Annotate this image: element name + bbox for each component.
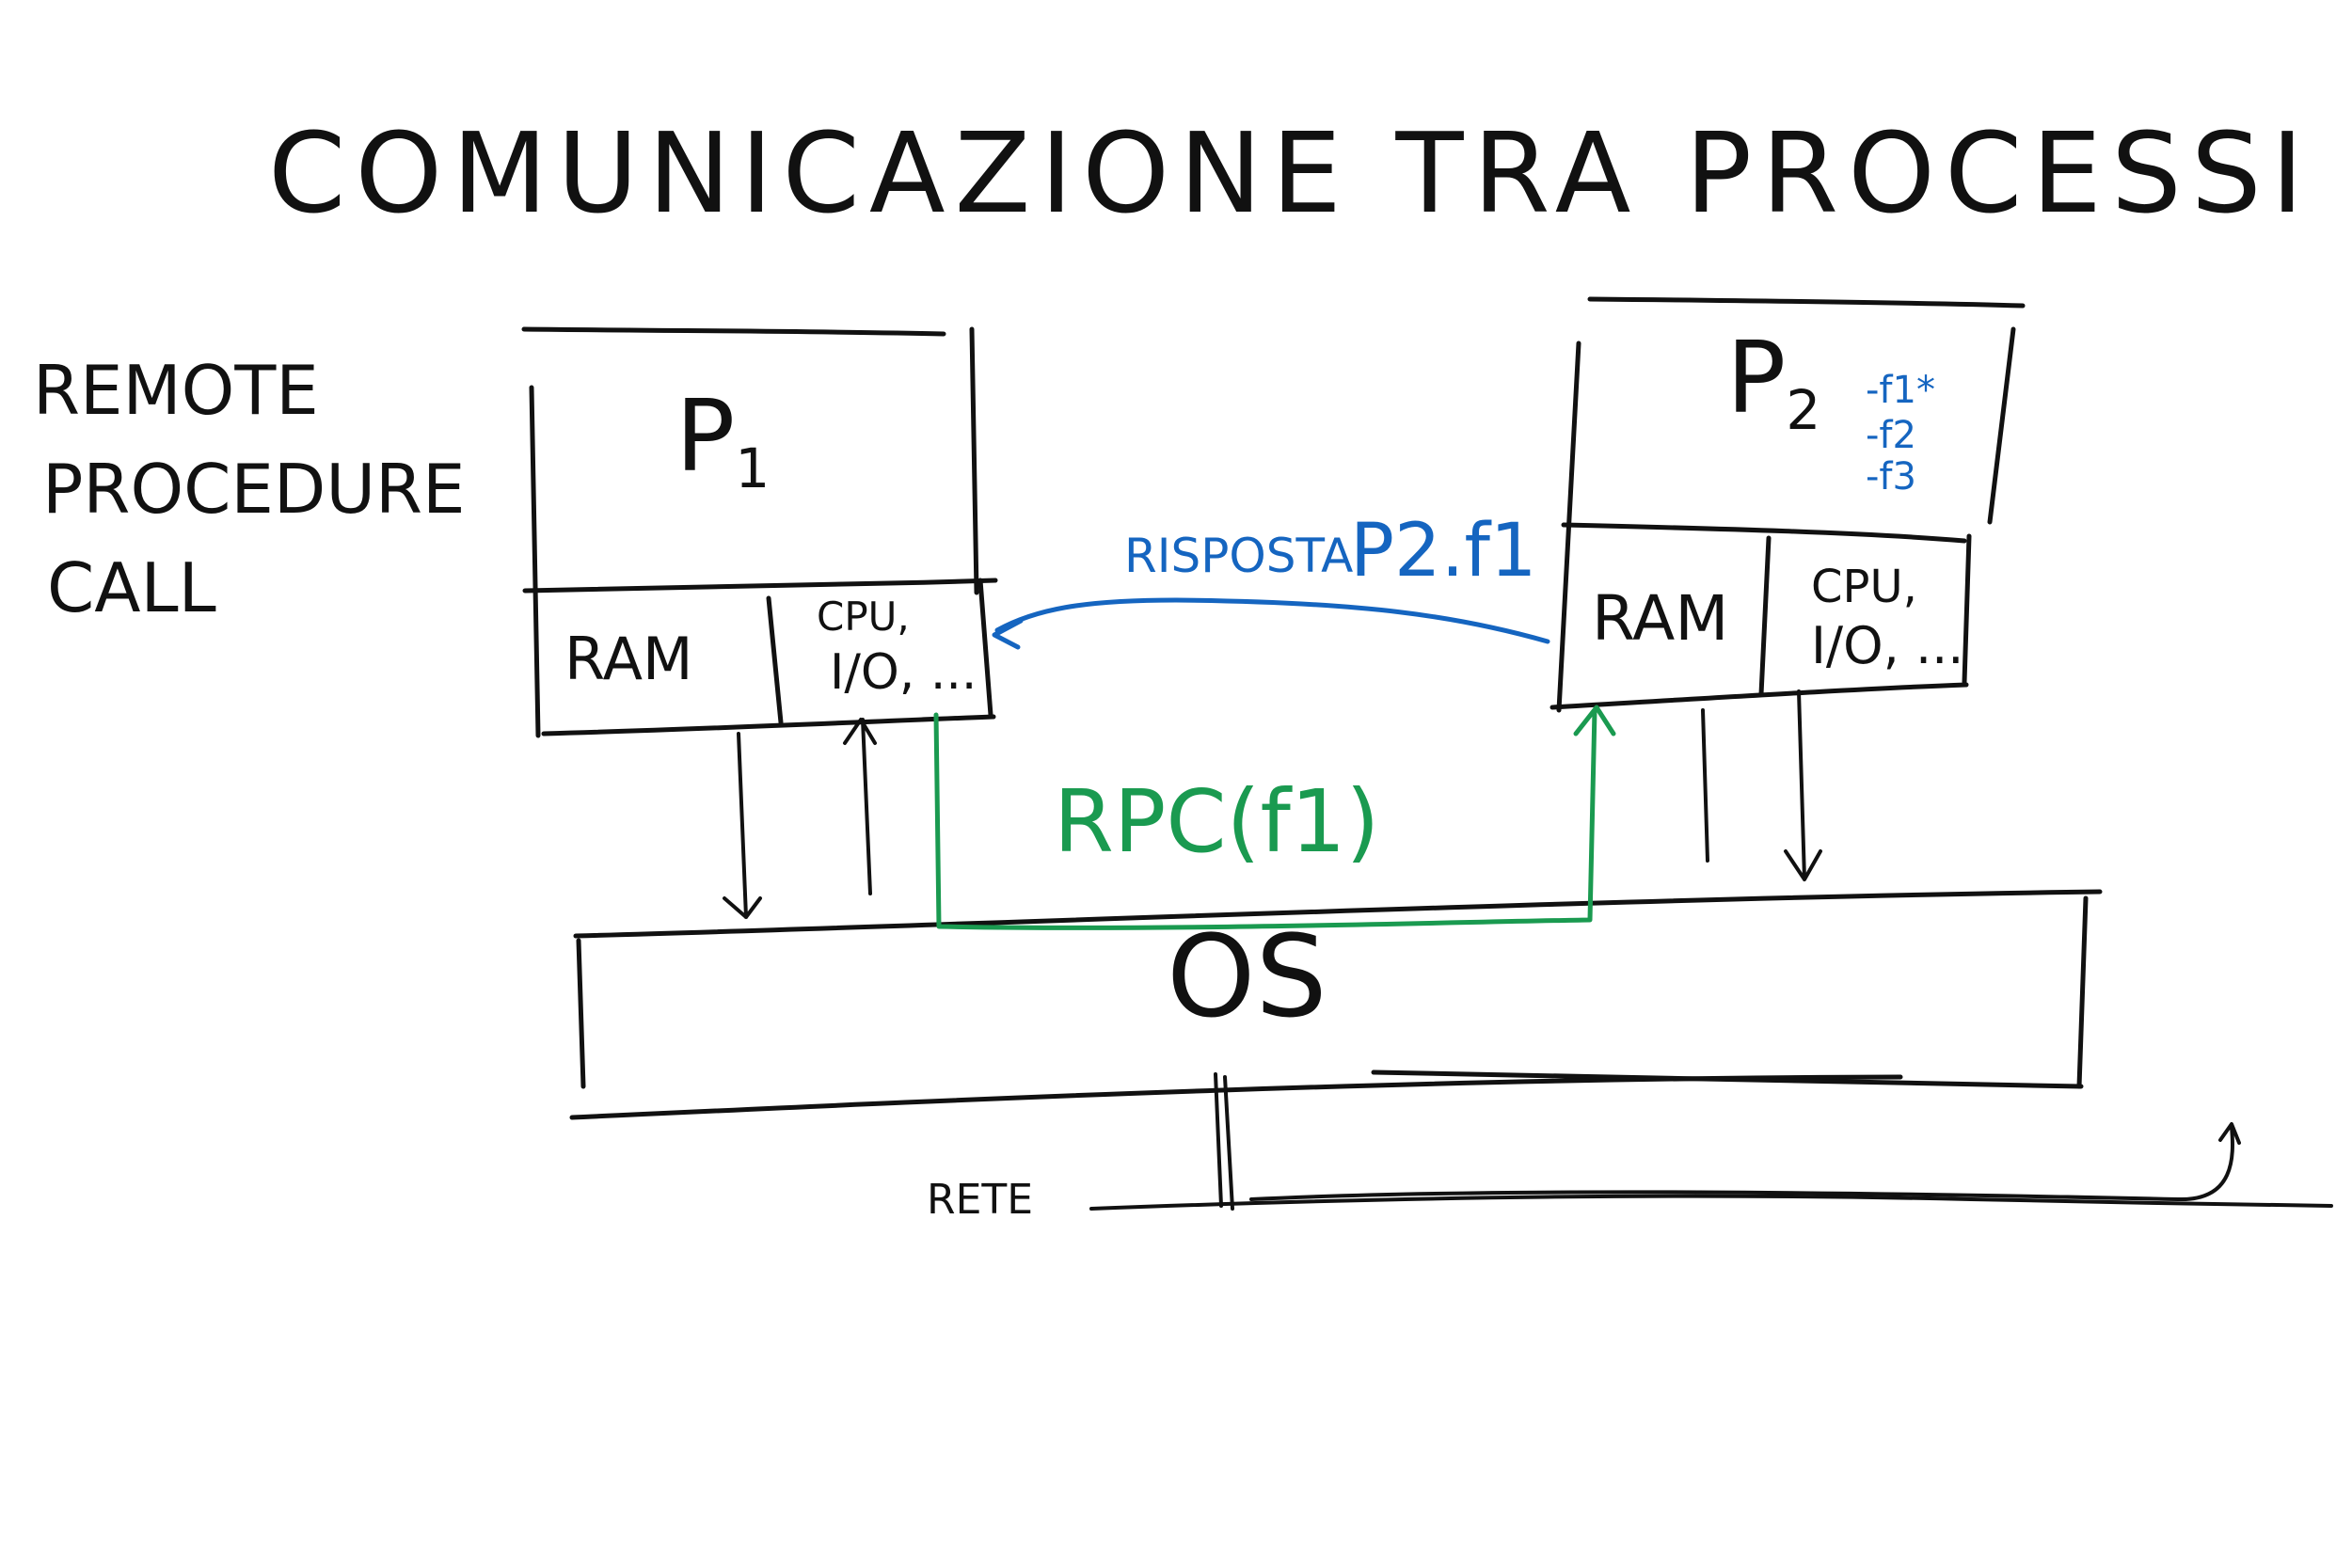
rpc-call-label: RPC(f1) bbox=[1054, 771, 1379, 872]
p2-up-line bbox=[1701, 708, 1709, 863]
p2-function-list: -f1* -f2 -f3 bbox=[1866, 369, 1935, 499]
page-title: COMUNICAZIONE TRA PROCESSI bbox=[268, 108, 2313, 238]
p2-function-item: -f1* bbox=[1866, 369, 1935, 412]
p1-cpu-label: CPU, bbox=[817, 594, 910, 640]
side-label-line-2: PROCEDURE bbox=[42, 450, 466, 529]
p1-name: P1 bbox=[675, 379, 770, 500]
rpc-reply-target: P2.f1 bbox=[1350, 509, 1537, 594]
rpc-call-line bbox=[933, 707, 1597, 930]
network-line bbox=[1089, 1194, 2333, 1211]
side-label: REMOTE PROCEDURE CALL bbox=[33, 351, 466, 627]
p2-down-arrow bbox=[1784, 689, 1822, 881]
rpc-reply-arrowhead bbox=[992, 618, 1024, 650]
p2-ram-label: RAM bbox=[1592, 582, 1728, 655]
rpc-reply-label: RISPOSTA bbox=[1124, 529, 1353, 583]
network-label: RETE bbox=[927, 1176, 1033, 1224]
os-box: OS bbox=[569, 889, 2103, 1120]
process-p2-box: P2 RAM CPU, I/O, ... -f1* -f2 -f3 bbox=[1549, 296, 2026, 713]
process-p1-box: P1 RAM CPU, I/O, ... bbox=[521, 326, 998, 738]
p2-function-item: -f2 bbox=[1866, 414, 1916, 457]
p1-os-links bbox=[723, 718, 877, 919]
p2-cpu-label: CPU, bbox=[1811, 561, 1917, 613]
p2-os-links bbox=[1701, 689, 1822, 881]
p1-ram-label: RAM bbox=[564, 625, 692, 693]
network-return-curve bbox=[1249, 1122, 2241, 1202]
p2-function-item: -f3 bbox=[1866, 455, 1916, 499]
side-label-line-1: REMOTE bbox=[33, 351, 319, 430]
network: RETE bbox=[927, 1072, 2333, 1224]
network-connector bbox=[1214, 1072, 1234, 1211]
rpc-reply-path: RISPOSTA P2.f1 bbox=[992, 509, 1550, 650]
p2-io-label: I/O, ... bbox=[1811, 616, 1963, 675]
side-label-line-3: CALL bbox=[47, 548, 216, 627]
rpc-call-arrowhead bbox=[1573, 705, 1616, 736]
rpc-call-path: RPC(f1) bbox=[933, 705, 1616, 930]
rpc-reply-line bbox=[994, 597, 1550, 644]
os-label: OS bbox=[1167, 912, 1327, 1043]
p1-io-label: I/O, ... bbox=[830, 644, 977, 701]
p2-name: P2 bbox=[1726, 321, 1820, 442]
p1-down-arrow bbox=[723, 732, 762, 919]
p1-up-arrow bbox=[843, 718, 877, 895]
